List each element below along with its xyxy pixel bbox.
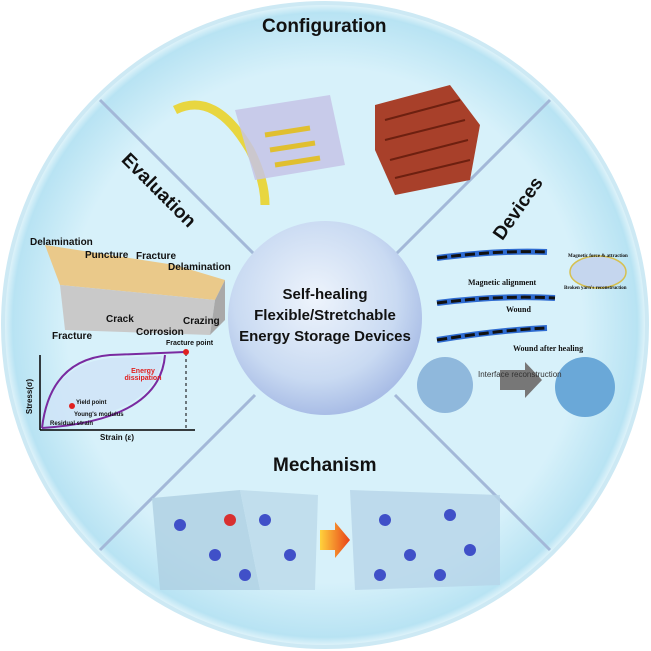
center-title-line: Flexible/Stretchable <box>254 307 396 324</box>
damage-block <box>45 245 225 335</box>
damage-label: Delamination <box>30 237 93 248</box>
configuration-images <box>172 85 480 206</box>
gel-after <box>350 490 500 590</box>
gel-before-right <box>240 490 318 590</box>
arrow-icon <box>500 362 542 398</box>
interface-reconstruction-label: Interface reconstruction <box>478 370 562 379</box>
center-sphere <box>228 221 422 415</box>
residual-strain-label: Residual strain <box>50 421 94 427</box>
section-title-configuration: Configuration <box>262 16 387 37</box>
youngs-modulus-label: Young's modulus <box>74 412 124 418</box>
dividers <box>98 98 552 552</box>
interface-before <box>417 357 473 413</box>
wound-label: Wound <box>506 305 531 314</box>
energy-dissipation-label: Energy dissipation <box>124 368 162 382</box>
broken-yarn-label: Broken yarn's reconstruction <box>564 286 627 291</box>
damage-label: Crack <box>106 314 134 325</box>
damage-label: Puncture <box>85 250 129 261</box>
center-title-line: Self-healing <box>282 286 368 303</box>
arrow-icon <box>320 522 350 558</box>
fracture-point-label: Fracture point <box>166 340 214 347</box>
yield-point-label: Yield point <box>76 400 107 406</box>
chart-y-label: Stress(σ) <box>25 378 35 415</box>
damage-label: Corrosion <box>136 327 184 338</box>
wound-after-healing-label: Wound after healing <box>513 344 584 353</box>
chart-x-label: Strain (ε) <box>100 433 135 442</box>
honeycomb <box>375 85 480 195</box>
polymer-beads <box>174 509 476 581</box>
damage-label: Crazing <box>183 316 220 327</box>
magnetic-alignment-label: Magnetic alignment <box>468 278 537 287</box>
magnetic-force-label: Magnetic force & attraction <box>568 254 628 259</box>
yarns <box>436 248 627 343</box>
center-title: Self-healing Flexible/Stretchable Energy… <box>228 284 422 347</box>
center-title-line: Energy Storage Devices <box>239 328 411 345</box>
damage-label: Fracture <box>52 331 93 342</box>
section-title-mechanism: Mechanism <box>273 455 377 476</box>
damage-label: Fracture <box>136 251 177 262</box>
interface-after <box>555 357 615 417</box>
stress-strain-chart <box>39 349 195 431</box>
damage-label: Delamination <box>168 262 231 273</box>
